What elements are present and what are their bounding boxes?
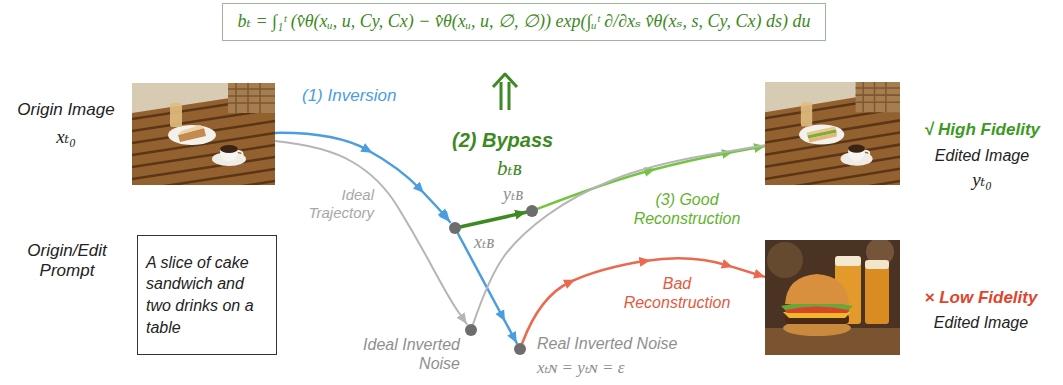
noise-dot: Ideal Inverted Noise <box>465 324 477 336</box>
edge-label: (3) Good Reconstruction <box>615 190 759 228</box>
connector <box>461 212 526 226</box>
verdict-bad: × Low Fidelity <box>904 288 1058 308</box>
math-symbol: xₜ₀ <box>4 126 128 149</box>
math-symbol: yₜʙ <box>503 184 523 206</box>
edge-label: Bad Reconstruction <box>610 274 744 312</box>
verdict-good: √ High Fidelity <box>906 120 1058 140</box>
prompt-text: A slice of cake sandwich and two drinks … <box>146 252 268 338</box>
prompt-caption: Origin/Edit Prompt <box>5 241 129 282</box>
photo-original <box>132 83 275 185</box>
image-caption: Edited Image <box>906 146 1058 165</box>
connector <box>473 145 765 324</box>
edge-label: Ideal Trajectory <box>296 186 376 222</box>
double-up-arrow <box>490 70 520 112</box>
formula-text: bₜ = ∫₁ᵗ (v̂θ(xᵤ, u, Cy, Cx) − v̂θ(xᵤ, u… <box>237 10 810 33</box>
image-node: Origin Imagexₜ₀ <box>132 83 275 185</box>
noise-dot: Real Inverted Noisexₜɴ = yₜɴ = ε <box>514 343 526 355</box>
math-symbol: bₜʙ <box>497 156 522 181</box>
connector <box>275 141 467 324</box>
image-caption: Edited Image <box>904 313 1058 332</box>
latent-dot: yₜʙ <box>526 205 538 217</box>
math-symbol: xₜɴ = yₜɴ = ε <box>537 358 624 378</box>
connector <box>275 133 450 222</box>
image-caption: Origin Image <box>4 100 128 120</box>
math-symbol: yₜ₀ <box>906 169 1058 192</box>
edge-label: (1) Inversion <box>300 86 398 106</box>
math-symbol: xₜʙ <box>474 232 494 254</box>
photo-edited-bad <box>765 240 900 355</box>
noise-caption: Ideal Inverted Noise <box>318 335 460 373</box>
image-node: × Low FidelityEdited Image <box>765 240 900 355</box>
photo-edited-good <box>765 82 900 185</box>
noise-caption: Real Inverted Noise <box>537 334 678 353</box>
formula-box: bₜ = ∫₁ᵗ (v̂θ(xᵤ, u, Cy, Cx) − v̂θ(xᵤ, u… <box>222 3 826 41</box>
prompt-box: Origin/Edit PromptA slice of cake sandwi… <box>137 235 277 355</box>
step-label: (2) Bypass <box>452 128 553 152</box>
connector <box>522 258 765 343</box>
latent-dot: xₜʙ <box>449 222 461 234</box>
image-node: √ High FidelityEdited Imageyₜ₀ <box>765 82 900 185</box>
